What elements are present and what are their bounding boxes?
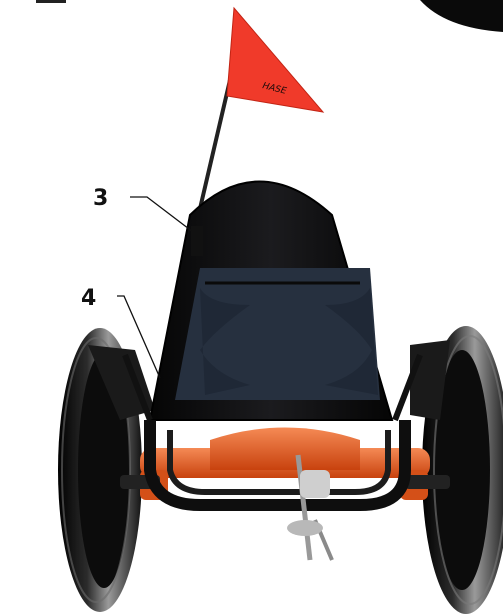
right-axle (405, 475, 450, 489)
callout-4: 4 (81, 286, 96, 311)
callout-3: 3 (93, 186, 108, 211)
seat-icon (150, 182, 392, 421)
pole-mount (191, 226, 203, 256)
callout-3-leader (130, 197, 193, 232)
flag-icon (227, 8, 323, 112)
corner-mark (36, 0, 66, 3)
corner-disc (420, 0, 503, 32)
